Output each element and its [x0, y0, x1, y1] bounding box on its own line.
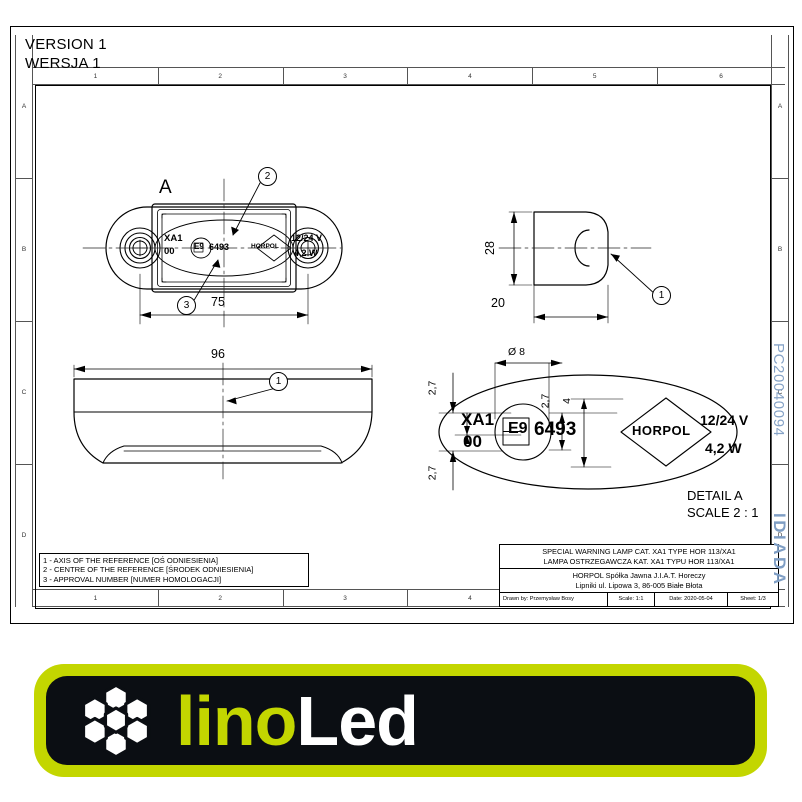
marking-brand-top: HORPOL [251, 243, 279, 250]
detail-marking-cat: XA1 [461, 410, 495, 429]
linoled-logo: linoLed [34, 664, 767, 777]
legend-notes: 1 - AXIS OF THE REFERENCE [OŚ ODNIESIENI… [39, 552, 309, 587]
version-line-pl: WERSJA 1 [25, 55, 101, 72]
detail-marking-power: 4,2 W [705, 440, 742, 456]
title-block: SPECIAL WARNING LAMP CAT. XA1 TYPE HOR 1… [499, 544, 779, 607]
balloon-centre-of-reference: 2 [258, 167, 277, 186]
detail-scale: SCALE 2 : 1 [687, 505, 759, 520]
product-name-en: SPECIAL WARNING LAMP CAT. XA1 TYPE HOR 1… [542, 547, 736, 557]
grid-col-4: 4 [407, 68, 534, 84]
marking-cat-top: XA1 [164, 233, 183, 244]
note-axis-of-reference: 1 - AXIS OF THE REFERENCE [OŚ ODNIESIENI… [43, 555, 218, 565]
detail-marking-voltage: 12/24 V [700, 412, 749, 428]
version-title: VERSION 1 WERSJA 1 [25, 35, 107, 73]
grid-col-3: 3 [283, 68, 409, 84]
detail-marking-approval-number: 6493 [534, 419, 577, 440]
product-name-pl: LAMPA OSTRZEGAWCZA KAT. XA1 TYPU HOR 113… [543, 556, 735, 566]
title-block-meta: Drawn by: Przemysław Bosy Scale: 1:1 Dat… [500, 593, 778, 606]
grid-col-bottom-1: 1 [33, 590, 159, 606]
dimension-side-height: 28 [482, 241, 497, 255]
grid-row-right-a: A [772, 35, 788, 179]
balloon-axis-side-view: 1 [652, 286, 671, 305]
version-line-en: VERSION 1 [25, 36, 107, 53]
grid-row-right-d: D [777, 532, 783, 539]
grid-row-c: C [16, 321, 32, 465]
grid-col-bottom-3: 3 [283, 590, 409, 606]
grid-col-bottom-2: 2 [158, 590, 284, 606]
drawn-by: Drawn by: Przemysław Bosy [500, 593, 608, 606]
dimension-front-width: 96 [211, 347, 225, 361]
detail-marking-e-circle: E9 [508, 420, 528, 437]
title-block-product: SPECIAL WARNING LAMP CAT. XA1 TYPE HOR 1… [500, 545, 778, 570]
watermark-brand: IDIADA [770, 513, 789, 587]
detail-dimension-diameter: Ø 8 [508, 346, 525, 358]
grid-row-b: B [16, 178, 32, 322]
grid-col-2: 2 [158, 68, 284, 84]
logo-text-lino: lino [176, 681, 297, 760]
company-address: Lipniki ul. Lipowa 3, 86-005 Białe Błota [575, 580, 703, 590]
drawing-scale: Scale: 1:1 [608, 593, 655, 606]
detail-title: DETAIL A [687, 488, 743, 503]
flower-hex-icon [81, 683, 151, 758]
drawing-frame [35, 85, 771, 609]
grid-ruler-top: 1 2 3 4 5 6 [33, 67, 785, 85]
title-block-company: HORPOL Spółka Jawna J.I.A.T. Horeczy Lip… [500, 569, 778, 594]
logo-text-l: L [296, 681, 339, 760]
note-centre-of-reference: 2 - CENTRE OF THE REFERENCE [ŚRODEK ODNI… [43, 565, 254, 575]
view-label-a: A [159, 177, 172, 198]
dimension-side-depth: 20 [491, 296, 505, 310]
marking-e-circle-top: E9 [194, 242, 204, 251]
logo-text-e: e [338, 681, 377, 760]
dimension-top-width: 75 [211, 295, 225, 309]
grid-row-right-c: C [772, 321, 788, 465]
grid-col-1: 1 [33, 68, 159, 84]
marking-approval-number-top: 6493 [209, 242, 230, 252]
grid-row-a: A [16, 35, 32, 179]
detail-dimension-char-height: 2,7 [539, 393, 552, 409]
note-approval-number: 3 - APPROVAL NUMBER [NUMER HOMOLOGACJI] [43, 574, 222, 584]
grid-row-right-b: B [772, 178, 788, 322]
logo-text-d: d [376, 681, 419, 760]
balloon-approval-number: 3 [177, 296, 196, 315]
company-name: HORPOL Spółka Jawna J.I.A.T. Horeczy [572, 571, 706, 581]
technical-drawing-sheet: 1 2 3 4 5 6 1 2 3 4 5 6 A B C D A B C D [10, 26, 794, 624]
grid-col-6: 6 [719, 72, 723, 80]
grid-ruler-left: A B C D [15, 35, 33, 607]
marking-power-top: 4,2 W [294, 248, 318, 258]
logo-wordmark: linoLed [176, 686, 419, 756]
sheet-number: Sheet: 1/3 [740, 595, 766, 602]
marking-voltage-top: 12/24 V [291, 233, 323, 243]
logo-panel: linoLed [46, 676, 755, 765]
balloon-axis-front-view: 1 [269, 372, 288, 391]
detail-dimension-top: 2,7 [426, 380, 439, 396]
detail-marking-cat2: 00 [463, 432, 482, 451]
detail-dimension-bottom: 2,7 [426, 465, 439, 481]
grid-ruler-right: A B C D [771, 35, 789, 607]
grid-col-5: 5 [532, 68, 659, 84]
marking-cat2-top: 00 [164, 246, 175, 257]
detail-dimension-char-height-2: 4 [560, 398, 573, 404]
watermark-code: PC20040094 [770, 343, 787, 437]
grid-row-d: D [21, 532, 27, 539]
drawing-date: Date: 2020-05-04 [655, 593, 728, 606]
detail-marking-brand: HORPOL [632, 423, 691, 438]
